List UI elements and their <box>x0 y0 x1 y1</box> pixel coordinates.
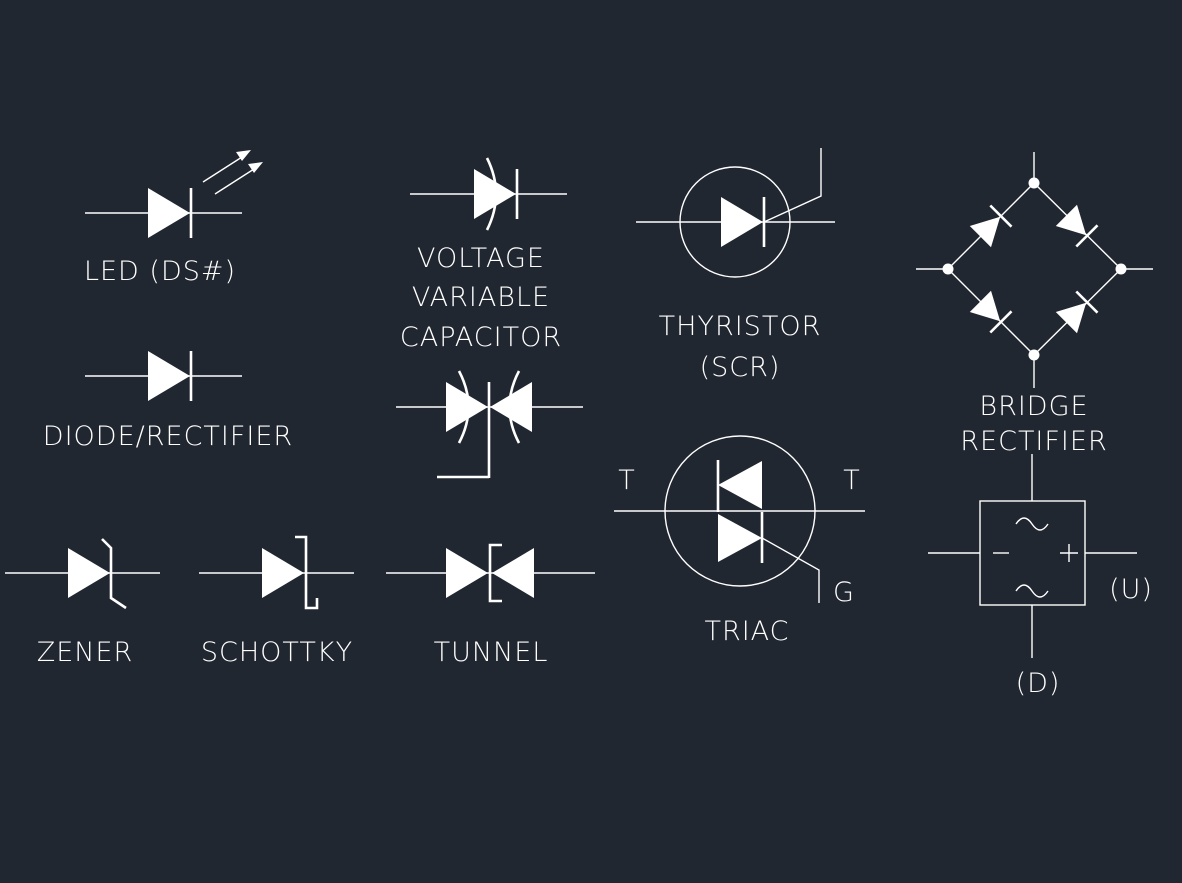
bridge-diode-bottom-left <box>969 290 1013 334</box>
varactor-label-line3: CAPACITOR <box>400 322 562 353</box>
bridge-diode-bottom-right <box>1055 290 1099 334</box>
triac-terminal-left: T <box>618 465 636 496</box>
zener-label: ZENER <box>37 637 134 668</box>
triac-label: TRIAC <box>704 616 789 647</box>
zener-symbol <box>5 538 160 610</box>
tunnel-symbol <box>386 543 595 603</box>
led-symbol <box>85 150 263 238</box>
bridge-diode-top-left <box>969 204 1013 248</box>
light-arrow-upper <box>202 150 251 183</box>
bridge-label-line1: BRIDGE <box>979 391 1088 422</box>
ac-top-icon <box>1015 517 1049 531</box>
dual-varactor-symbol <box>396 370 583 479</box>
bridge-label-line2: RECTIFIER <box>960 426 1107 457</box>
varactor-label-line2: VARIABLE <box>412 282 550 313</box>
bridge-rectifier-symbol <box>916 152 1153 388</box>
varactor-label-line1: VOLTAGE <box>417 243 545 274</box>
triac-terminal-right: T <box>843 465 861 496</box>
triac-gate-label: G <box>833 577 855 608</box>
bridge-u-label: (U) <box>1109 574 1153 605</box>
schottky-symbol <box>199 535 354 610</box>
light-arrow-lower <box>214 162 263 195</box>
thyristor-label-line2: (SCR) <box>700 352 781 383</box>
varactor-symbol <box>410 157 567 231</box>
bridge-d-label: (D) <box>1016 668 1061 699</box>
thyristor-label-line1: THYRISTOR <box>659 311 822 342</box>
triac-symbol <box>614 435 865 603</box>
bridge-diode-top-right <box>1055 204 1099 248</box>
thyristor-symbol <box>636 148 835 278</box>
diode-symbol <box>85 351 242 401</box>
led-label: LED (DS#) <box>84 256 236 287</box>
diode-label: DIODE/RECTIFIER <box>43 421 293 452</box>
tunnel-label: TUNNEL <box>434 637 549 668</box>
schottky-label: SCHOTTKY <box>201 637 353 668</box>
ac-bottom-icon <box>1015 584 1049 598</box>
bridge-block-symbol <box>928 454 1137 658</box>
